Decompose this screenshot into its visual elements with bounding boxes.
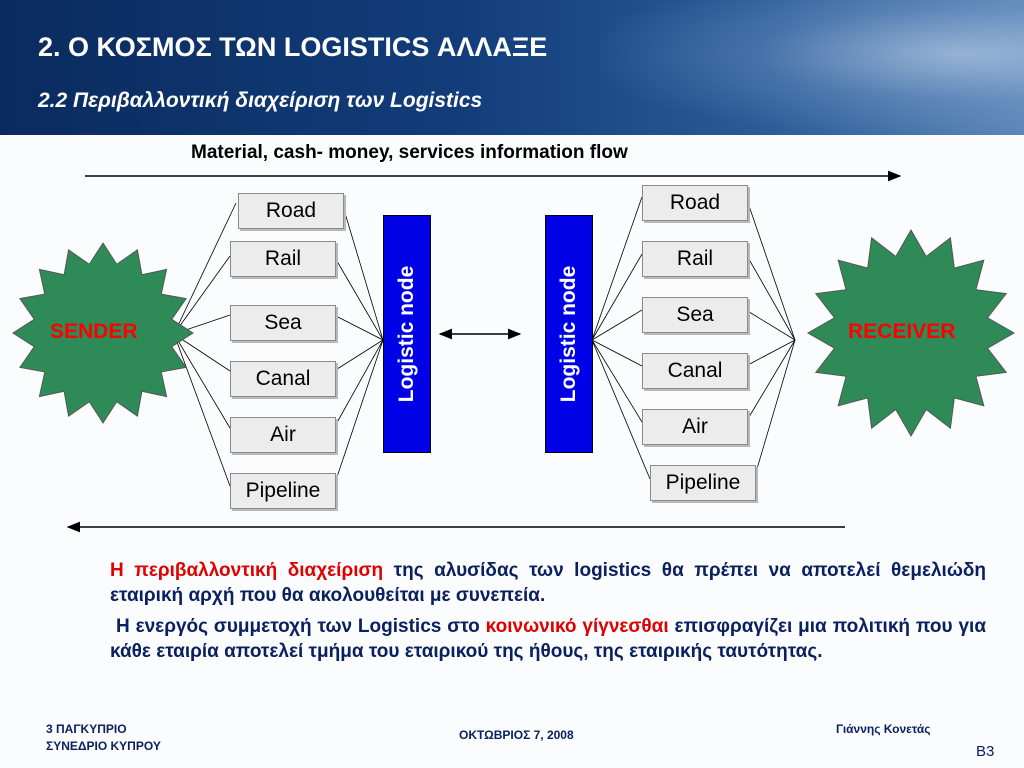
receiver-fan-lines — [745, 196, 796, 480]
right-logistic-node-label: Logistic node — [557, 265, 580, 403]
footer-author: Γιάννης Κονετάς — [836, 722, 931, 736]
right-mode-canal: Canal — [642, 353, 748, 389]
paragraph-2-start: Η ενεργός συμμετοχή των Logistics στο — [116, 616, 486, 637]
right-mode-sea: Sea — [642, 297, 748, 333]
paragraph-2: Η ενεργός συμμετοχή των Logistics στο κο… — [110, 614, 986, 664]
sender-fan-lines — [173, 202, 237, 487]
left-node-fan-lines — [333, 202, 384, 487]
sender-star-shape — [12, 242, 194, 424]
paragraph-1-highlight: Η περιβαλλοντική διαχείριση — [110, 560, 384, 581]
left-mode-sea: Sea — [230, 305, 336, 341]
slide-title: 2. Ο ΚΟΣΜΟΣ ΤΩΝ LOGISTICS ΑΛΛΑΞΕ — [38, 32, 548, 62]
receiver-label: RECEIVER — [848, 320, 956, 343]
receiver-star-shape — [806, 228, 1016, 438]
right-node-fan-lines — [591, 196, 651, 480]
paragraph-1-text: της αλυσίδας των logistics θα πρέπει να … — [110, 560, 986, 606]
footer-date: ΟΚΤΩΒΡΙΟΣ 7, 2008 — [459, 728, 574, 742]
header-banner: 2. Ο ΚΟΣΜΟΣ ΤΩΝ LOGISTICS ΑΛΛΑΞΕ 2.2 Περ… — [0, 0, 1024, 135]
footer-conference-line1: 3 ΠΑΓΚΥΠΡΙΟ — [46, 722, 127, 736]
body-paragraph: Η περιβαλλοντική διαχείριση της αλυσίδας… — [110, 558, 986, 664]
flow-label: Material, cash- money, services informat… — [191, 142, 628, 163]
left-logistic-node: Logistic node — [383, 215, 431, 453]
sender-label: SENDER — [50, 320, 138, 343]
left-mode-road: Road — [238, 193, 344, 229]
right-mode-air: Air — [642, 409, 748, 445]
page-number: B3 — [976, 743, 995, 760]
footer-conference-line2: ΣΥΝΕΔΡΙΟ ΚΥΠΡΟΥ — [46, 739, 161, 753]
slide-subtitle: 2.2 Περιβαλλοντική διαχείριση των Logist… — [38, 89, 483, 112]
right-mode-road: Road — [642, 185, 748, 221]
paragraph-2-highlight: κοινωνικό γίγνεσθαι — [485, 616, 669, 637]
right-mode-pipeline: Pipeline — [650, 465, 756, 501]
left-logistic-node-label: Logistic node — [395, 265, 418, 403]
right-logistic-node: Logistic node — [545, 215, 593, 453]
header-decoration — [600, 0, 1024, 135]
paragraph-1: Η περιβαλλοντική διαχείριση της αλυσίδας… — [110, 558, 986, 608]
paragraph-2-end: επισφραγίζει μια πολιτική που για κάθε ε… — [110, 616, 986, 662]
right-mode-rail: Rail — [642, 241, 748, 277]
left-mode-rail: Rail — [230, 241, 336, 277]
left-mode-air: Air — [230, 417, 336, 453]
left-mode-pipeline: Pipeline — [230, 473, 336, 509]
left-mode-canal: Canal — [230, 361, 336, 397]
